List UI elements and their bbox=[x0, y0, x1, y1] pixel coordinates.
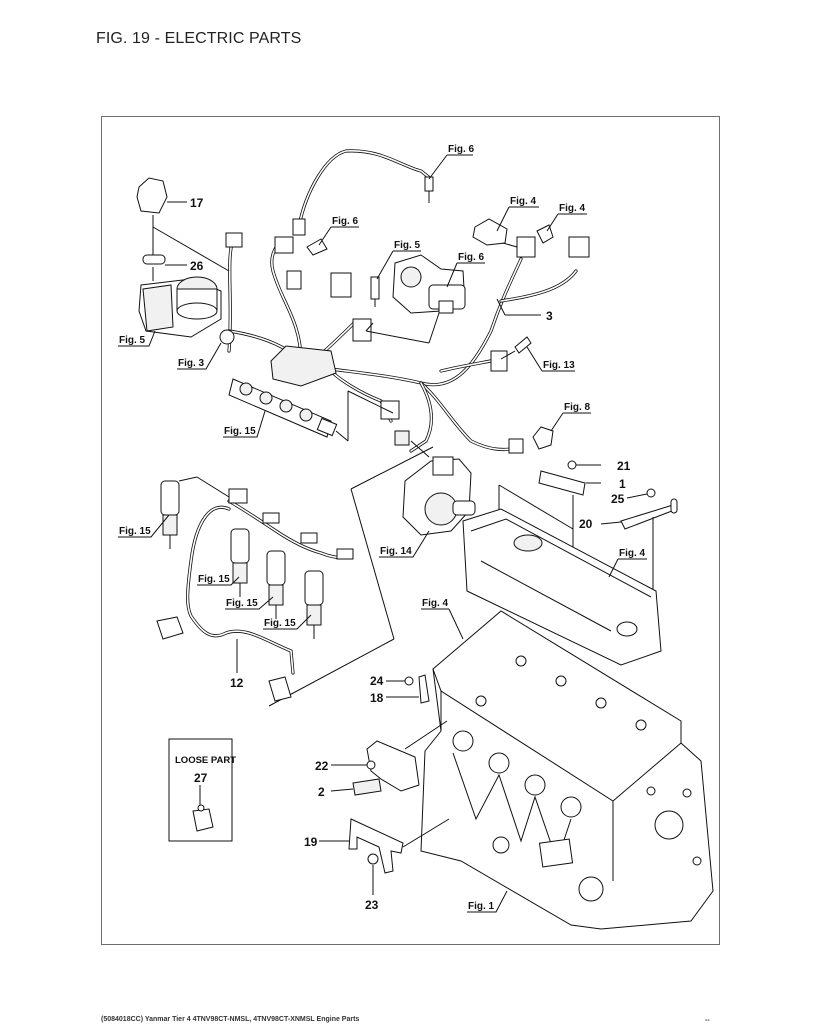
part-number[interactable]: 1 bbox=[619, 477, 626, 491]
connector bbox=[508, 438, 524, 454]
sensor-fig5 bbox=[370, 276, 380, 307]
fig-ref-label[interactable]: Fig. 15 bbox=[264, 618, 296, 629]
map-sensor-a bbox=[472, 218, 508, 246]
sensor-fig3 bbox=[219, 329, 235, 345]
bracket-19 bbox=[319, 818, 450, 895]
fig-ref-label[interactable]: Fig. 14 bbox=[380, 546, 412, 557]
fig-ref-label[interactable]: Fig. 6 bbox=[458, 252, 485, 263]
part-number[interactable]: 20 bbox=[579, 517, 593, 531]
fig-ref-label[interactable]: Fig. 1 bbox=[468, 901, 495, 912]
loose-part-box: LOOSE PART 27 bbox=[168, 738, 236, 842]
injector-2 bbox=[230, 528, 250, 597]
diagram-frame: LOOSE PART 27 bbox=[101, 116, 720, 945]
fig-ref-label[interactable]: Fig. 15 bbox=[198, 574, 230, 585]
connector bbox=[292, 218, 306, 236]
relay-27 bbox=[192, 808, 214, 832]
electric-parts-diagram: LOOSE PART 27 bbox=[118, 144, 714, 930]
temp-sensor-left bbox=[306, 238, 328, 256]
injector-harness-12 bbox=[156, 488, 354, 702]
fig-ref-label[interactable]: Fig. 6 bbox=[332, 216, 359, 227]
fig-ref-label[interactable]: Fig. 15 bbox=[226, 598, 258, 609]
part-number[interactable]: 24 bbox=[370, 674, 384, 688]
connector bbox=[394, 430, 410, 446]
cylinder-head-cover bbox=[462, 508, 662, 666]
map-sensor-b bbox=[536, 224, 554, 244]
part-number[interactable]: 25 bbox=[611, 492, 625, 506]
injector-3 bbox=[266, 550, 286, 619]
part-number[interactable]: 12 bbox=[230, 676, 244, 690]
part-number[interactable]: 18 bbox=[370, 691, 384, 705]
part-number-labels: 17 26 3 21 1 25 20 12 24 18 22 2 19 23 bbox=[190, 196, 631, 912]
sensor-fig8 bbox=[532, 426, 554, 450]
part-number[interactable]: 2 bbox=[318, 785, 325, 799]
connector bbox=[516, 236, 536, 258]
main-wiring-harness bbox=[225, 149, 590, 454]
fig-ref-label[interactable]: Fig. 4 bbox=[559, 203, 586, 214]
callout-leaders bbox=[118, 154, 647, 913]
part-26-gasket bbox=[142, 254, 187, 266]
fig-ref-label[interactable]: Fig. 8 bbox=[564, 402, 591, 413]
fig-ref-label[interactable]: Fig. 4 bbox=[510, 196, 537, 207]
fig-ref-label[interactable]: Fig. 15 bbox=[119, 526, 151, 537]
fuel-supply-pump bbox=[402, 456, 476, 536]
fig-ref-label[interactable]: Fig. 15 bbox=[224, 426, 256, 437]
connector bbox=[274, 236, 294, 254]
loose-part-number: 27 bbox=[194, 771, 208, 785]
harness-connector bbox=[156, 616, 184, 640]
page-number: -- bbox=[705, 1017, 710, 1024]
harness-junction-block bbox=[270, 345, 337, 387]
connector bbox=[568, 236, 590, 258]
fig-ref-label[interactable]: Fig. 6 bbox=[448, 144, 475, 155]
cylinder-block bbox=[420, 610, 714, 930]
part-number[interactable]: 19 bbox=[304, 835, 318, 849]
part-number[interactable]: 26 bbox=[190, 259, 204, 273]
fig-ref-label[interactable]: Fig. 13 bbox=[543, 360, 575, 371]
connector bbox=[286, 270, 302, 290]
injector-4 bbox=[304, 570, 324, 639]
fig-ref-label[interactable]: Fig. 5 bbox=[394, 240, 421, 251]
throttle-body bbox=[138, 276, 222, 338]
part-number[interactable]: 17 bbox=[190, 196, 204, 210]
part-number[interactable]: 3 bbox=[546, 309, 553, 323]
page-footer: (5084018CC) Yanmar Tier 4 4TNV98CT-NMSL,… bbox=[101, 1016, 360, 1023]
page-title: FIG. 19 - ELECTRIC PARTS bbox=[96, 30, 302, 47]
common-rail bbox=[228, 378, 338, 438]
fig-ref-label[interactable]: Fig. 3 bbox=[178, 358, 205, 369]
part-number[interactable]: 22 bbox=[315, 759, 329, 773]
connector-boot bbox=[330, 272, 352, 298]
egr-valve bbox=[392, 254, 466, 314]
bracket-1 bbox=[538, 460, 601, 496]
connector bbox=[225, 232, 243, 248]
harness-connector bbox=[268, 676, 292, 702]
bracket-2 bbox=[330, 720, 448, 796]
fig-ref-label[interactable]: Fig. 5 bbox=[119, 335, 146, 346]
part-17-cover bbox=[136, 177, 187, 214]
bracket-20 bbox=[600, 488, 678, 530]
figure-reference-labels: Fig. 6 Fig. 6 Fig. 5 Fig. 6 Fig. 4 Fig. … bbox=[119, 144, 646, 912]
connector bbox=[380, 400, 400, 420]
fig-ref-label[interactable]: Fig. 4 bbox=[422, 598, 449, 609]
connector bbox=[352, 318, 372, 342]
sensor-fig13 bbox=[514, 336, 532, 354]
injector-1 bbox=[160, 480, 180, 549]
loose-part-title: LOOSE PART bbox=[175, 755, 236, 766]
temp-sensor-top bbox=[424, 176, 434, 203]
bracket-18 bbox=[386, 674, 430, 704]
part-number[interactable]: 21 bbox=[617, 459, 631, 473]
fig-ref-label[interactable]: Fig. 4 bbox=[619, 548, 646, 559]
connector bbox=[490, 350, 508, 372]
part-number[interactable]: 23 bbox=[365, 898, 379, 912]
